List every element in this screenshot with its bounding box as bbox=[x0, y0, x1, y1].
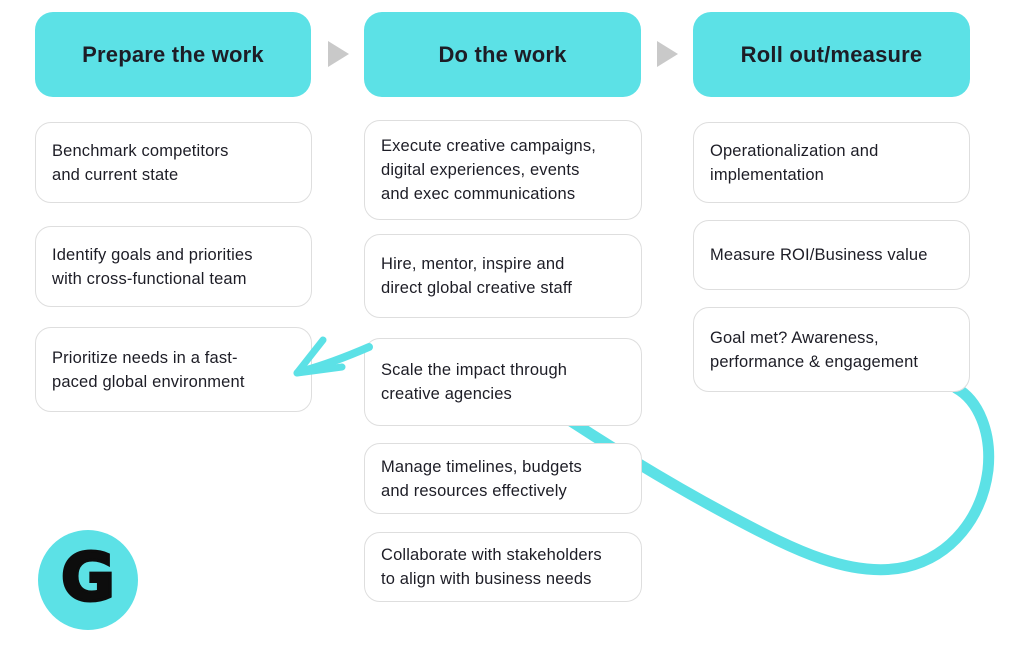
card-identify-goals: Identify goals and priorities with cross… bbox=[35, 226, 312, 307]
card-measure-roi: Measure ROI/Business value bbox=[693, 220, 970, 290]
card-prioritize-needs: Prioritize needs in a fast- paced global… bbox=[35, 327, 312, 412]
card-hire-mentor: Hire, mentor, inspire and direct global … bbox=[364, 234, 642, 318]
card-operationalization: Operationalization and implementation bbox=[693, 122, 970, 203]
card-collaborate-stakeholders: Collaborate with stakeholders to align w… bbox=[364, 532, 642, 602]
logo-letter: G bbox=[59, 539, 116, 616]
column-header-prepare: Prepare the work bbox=[35, 12, 311, 97]
card-goal-met: Goal met? Awareness, performance & engag… bbox=[693, 307, 970, 392]
card-scale-impact: Scale the impact through creative agenci… bbox=[364, 338, 642, 426]
card-manage-timelines: Manage timelines, budgets and resources … bbox=[364, 443, 642, 514]
card-benchmark-competitors: Benchmark competitors and current state bbox=[35, 122, 312, 203]
logo-badge: G bbox=[38, 530, 138, 630]
right-triangle-arrow-icon bbox=[657, 41, 678, 67]
card-execute-campaigns: Execute creative campaigns, digital expe… bbox=[364, 120, 642, 220]
column-header-rollout: Roll out/measure bbox=[693, 12, 970, 97]
right-triangle-arrow-icon bbox=[328, 41, 349, 67]
column-header-do: Do the work bbox=[364, 12, 641, 97]
